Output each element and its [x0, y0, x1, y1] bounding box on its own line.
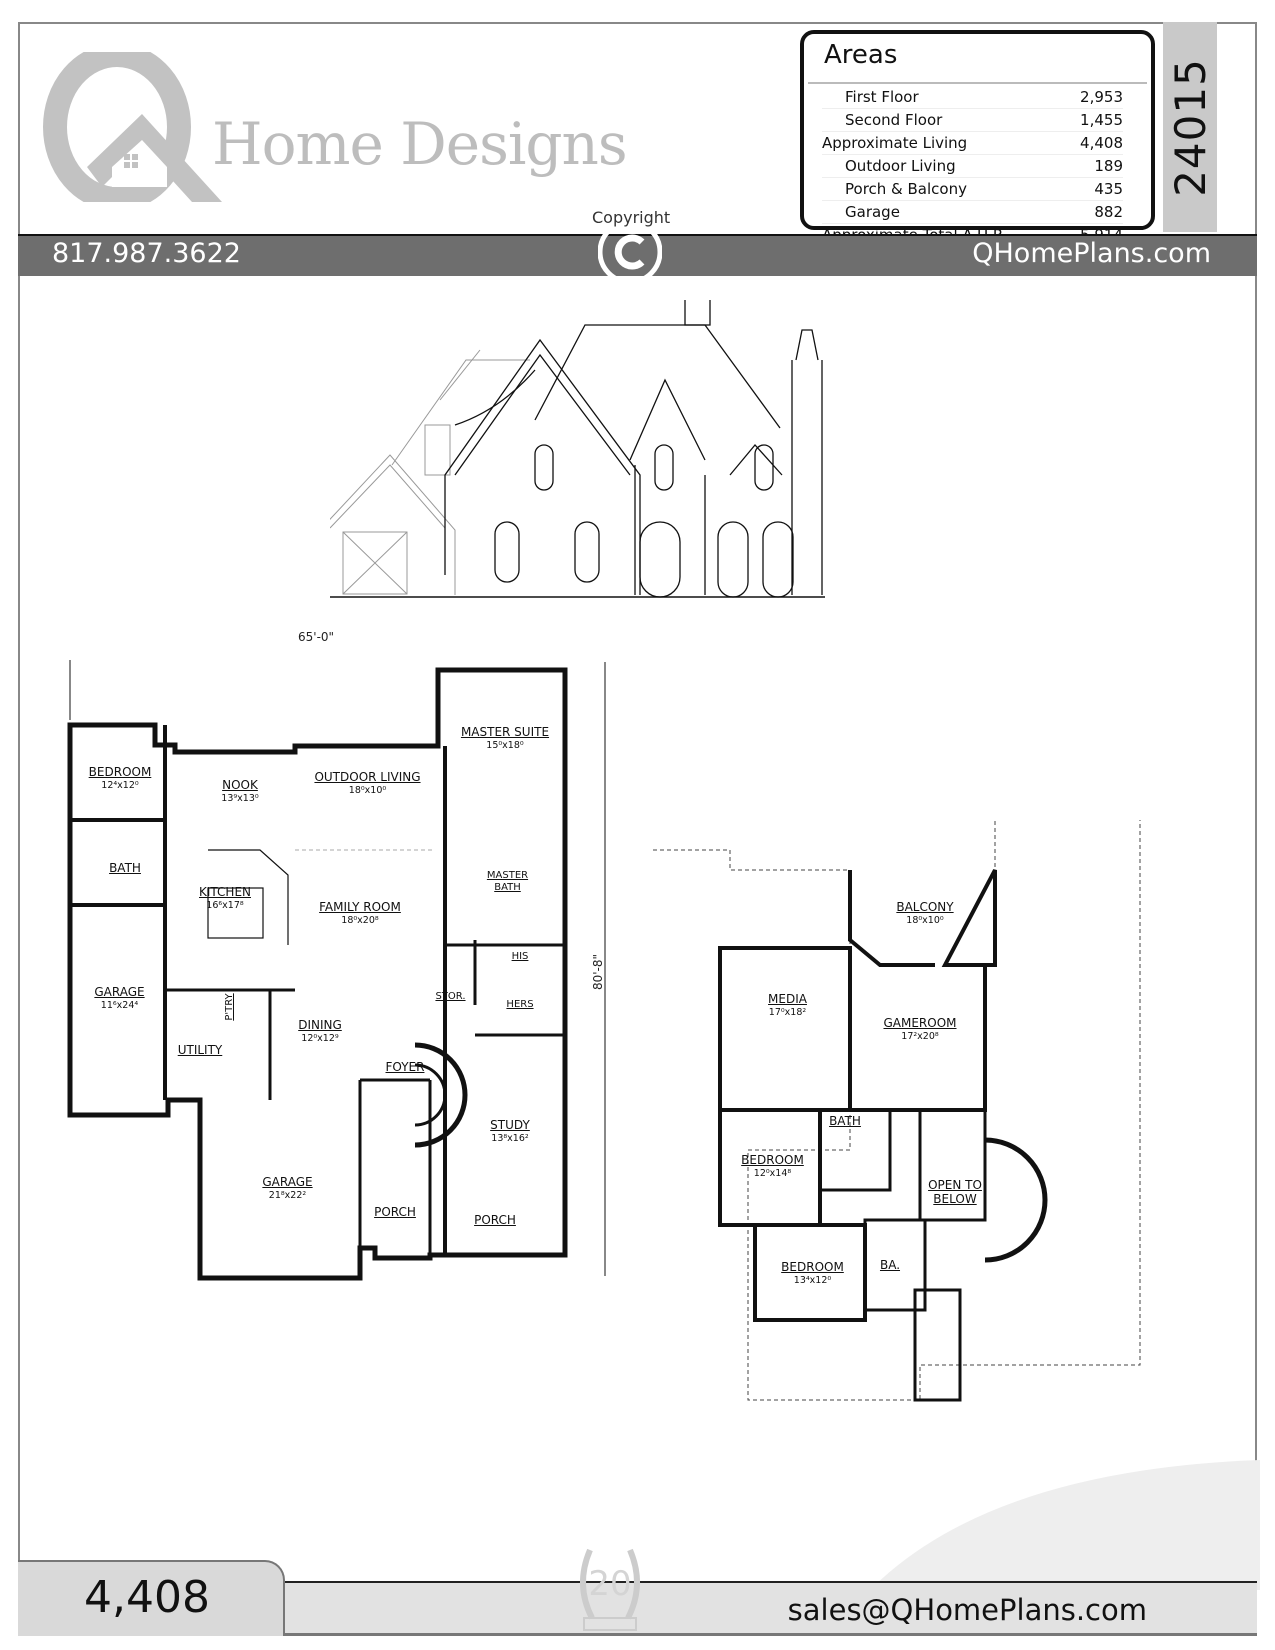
room-storage: STOR. — [435, 991, 466, 1002]
20-years-laurel-badge-icon: 20 — [579, 1548, 641, 1631]
room-utility: UTILITY — [177, 1043, 223, 1057]
width-dimension: 65'-0" — [298, 630, 335, 644]
room-hers: HERS — [506, 999, 534, 1010]
brand-name: Home Designs — [212, 110, 628, 178]
page-frame — [18, 22, 1257, 1630]
room-bath: BATH — [109, 861, 141, 875]
room-porch-left: PORCH — [374, 1205, 416, 1219]
plan-number: 24015 — [1165, 57, 1215, 197]
front-elevation-drawing — [330, 300, 825, 598]
email-link[interactable]: sales@QHomePlans.com — [787, 1593, 1147, 1627]
website-link[interactable]: QHomePlans.com — [972, 238, 1211, 269]
depth-dimension: 80'-8" — [591, 953, 606, 991]
sqft-tab — [18, 1560, 285, 1636]
divider — [808, 82, 1147, 84]
total-sqft: 4,408 — [84, 1572, 210, 1623]
room-foyer: FOYER — [385, 1060, 425, 1074]
areas-title: Areas — [824, 40, 898, 70]
copyright-label: Copyright — [592, 208, 671, 227]
room-his: HIS — [511, 951, 529, 962]
copyright-icon — [598, 228, 662, 278]
plan-number-tab — [1163, 22, 1217, 232]
room-bath-upstairs: BATH — [829, 1114, 861, 1128]
room-master-bath: MASTER BATH — [486, 870, 529, 893]
svg-text:20: 20 — [588, 1564, 631, 1604]
decorative-swoosh — [870, 1460, 1260, 1590]
phone-number[interactable]: 817.987.3622 — [52, 238, 241, 269]
room-porch-right: PORCH — [474, 1213, 516, 1227]
q-home-logo-icon — [43, 52, 222, 202]
room-pantry: P'TRY — [224, 993, 235, 1021]
room-open-to-below: OPEN TO BELOW — [928, 1178, 982, 1206]
room-ba: BA. — [879, 1258, 901, 1272]
